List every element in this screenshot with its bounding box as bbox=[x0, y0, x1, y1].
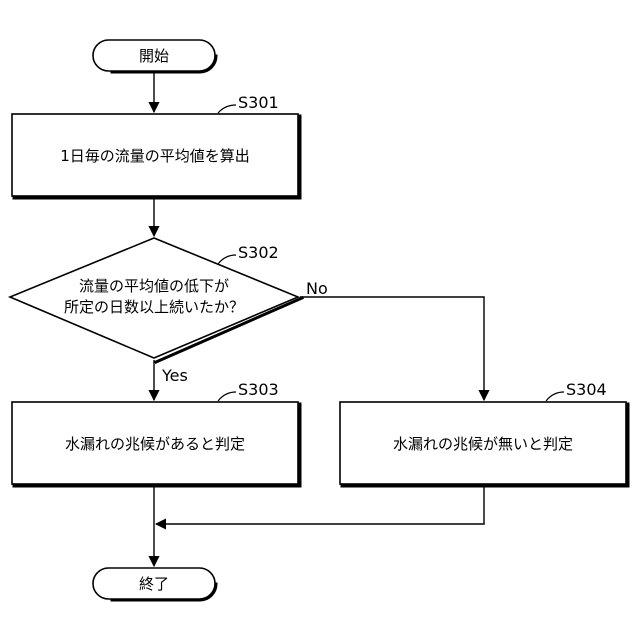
no-label: No bbox=[306, 279, 328, 298]
s303-id: S303 bbox=[238, 380, 279, 399]
s302-id: S302 bbox=[238, 243, 279, 262]
start-label: 開始 bbox=[139, 47, 169, 65]
process-s301: 1日毎の流量の平均値を算出 S301 bbox=[12, 93, 300, 198]
start-terminal: 開始 bbox=[93, 40, 216, 72]
s304-leader bbox=[546, 392, 564, 401]
s301-leader bbox=[218, 105, 236, 113]
yes-label: Yes bbox=[161, 366, 188, 385]
s303-text: 水漏れの兆候があると判定 bbox=[65, 435, 245, 453]
s301-id: S301 bbox=[238, 93, 279, 112]
s301-text: 1日毎の流量の平均値を算出 bbox=[60, 147, 250, 165]
arrow-s302-no bbox=[300, 297, 484, 400]
end-label: 終了 bbox=[139, 575, 169, 593]
s304-id: S304 bbox=[566, 380, 607, 399]
s302-text-line1: 流量の平均値の低下が bbox=[79, 277, 229, 295]
s304-text: 水漏れの兆候が無いと判定 bbox=[393, 435, 573, 453]
end-terminal: 終了 bbox=[93, 568, 216, 600]
arrow-s304-merge bbox=[156, 486, 484, 524]
process-s303: 水漏れの兆候があると判定 S303 bbox=[12, 380, 300, 486]
s303-leader bbox=[218, 392, 236, 401]
s302-leader bbox=[218, 255, 236, 264]
s302-text-line2: 所定の日数以上続いたか？ bbox=[64, 298, 244, 316]
decision-s302: 流量の平均値の低下が 所定の日数以上続いたか？ S302 bbox=[10, 238, 302, 362]
